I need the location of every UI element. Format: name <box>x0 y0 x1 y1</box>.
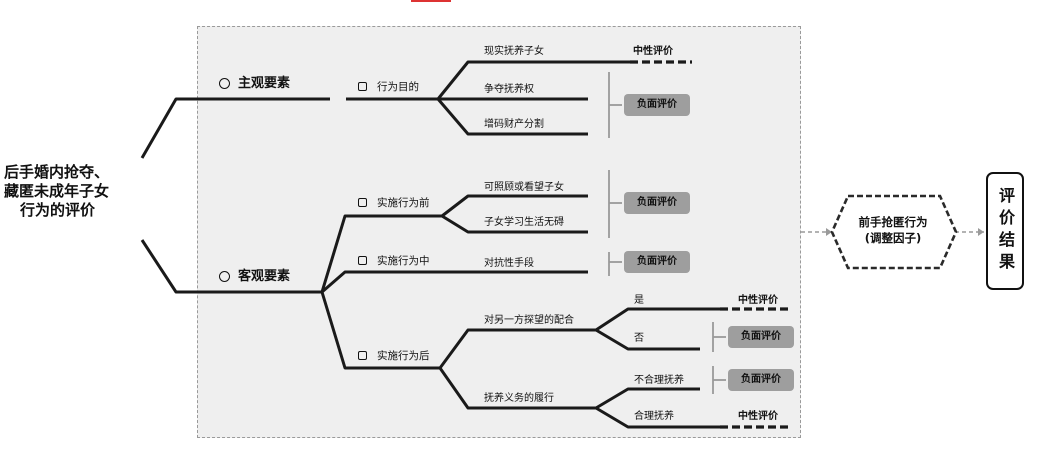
leaf-before-2: 子女学习生活无碍 <box>484 217 564 228</box>
negative-badge-before: 负面评价 <box>624 192 690 214</box>
edge-purpose-3 <box>436 98 588 136</box>
adjustment-line-1: 前手抢匿行为 <box>858 215 928 229</box>
node-before: 实施行为前 <box>358 195 430 210</box>
negative-badge-during: 负面评价 <box>624 251 690 273</box>
square-bullet-icon <box>358 351 367 360</box>
root-title-line-3: 行为的评价 <box>20 201 96 219</box>
leaf-purpose-3: 增码财产分割 <box>484 119 544 130</box>
root-title-line-1: 后手婚内抢夺、 <box>4 163 110 181</box>
circle-bullet-icon <box>219 271 230 282</box>
edge-duty-unreasonable <box>595 387 700 410</box>
edge-root-objective <box>140 239 322 294</box>
neutral-label-purpose: 中性评价 <box>633 46 673 57</box>
edge-after-coop <box>438 328 596 369</box>
neutral-label-duty-reasonable: 中性评价 <box>738 411 778 422</box>
leaf-after-cooperation: 对另一方探望的配合 <box>484 315 574 326</box>
adjustment-factor-label: 前手抢匿行为 (调整因子) <box>838 214 948 246</box>
edge-purpose-1 <box>436 60 630 100</box>
adjustment-line-2: (调整因子) <box>864 231 922 245</box>
evaluation-result-label: 评价结果 <box>996 187 1015 275</box>
square-bullet-icon <box>358 256 367 265</box>
node-objective: 客观要素 <box>219 265 290 284</box>
edge-obj-after <box>320 291 440 370</box>
node-purpose: 行为目的 <box>358 79 419 94</box>
leaf-purpose-2: 争夺抚养权 <box>484 84 534 95</box>
node-after: 实施行为后 <box>358 348 430 363</box>
leaf-coop-no: 否 <box>634 333 644 344</box>
edge-coop-yes <box>595 307 720 332</box>
leaf-duty-unreasonable: 不合理抚养 <box>634 375 684 386</box>
leaf-coop-yes: 是 <box>634 295 644 306</box>
node-purpose-label: 行为目的 <box>377 81 419 93</box>
leaf-before-1: 可照顾或看望子女 <box>484 182 564 193</box>
adjustment-hexagon <box>830 194 958 270</box>
node-after-label: 实施行为后 <box>377 350 430 362</box>
node-during-label: 实施行为中 <box>377 255 430 267</box>
node-subjective-label: 主观要素 <box>238 76 291 91</box>
negative-badge-coop-no: 负面评价 <box>728 326 794 348</box>
edge-before-1 <box>441 194 588 218</box>
top-accent-mark <box>411 0 451 2</box>
edge-coop-no <box>595 328 700 351</box>
root-title-line-2: 藏匿未成年子女 <box>4 182 110 200</box>
evaluation-result-box: 评价结果 <box>986 172 1024 290</box>
negative-badge-purpose: 负面评价 <box>624 94 690 116</box>
leaf-purpose-1: 现实抚养子女 <box>484 46 544 57</box>
node-during: 实施行为中 <box>358 253 430 268</box>
square-bullet-icon <box>358 198 367 207</box>
node-subjective: 主观要素 <box>219 72 290 91</box>
circle-bullet-icon <box>219 78 230 89</box>
root-title: 后手婚内抢夺、 藏匿未成年子女 行为的评价 <box>4 163 109 220</box>
node-objective-label: 客观要素 <box>238 269 291 284</box>
leaf-after-duty: 抚养义务的履行 <box>484 393 554 404</box>
edge-obj-before <box>320 214 442 293</box>
edge-obj-during <box>321 270 588 294</box>
edge-root-subjective <box>140 97 330 159</box>
square-bullet-icon <box>358 82 367 91</box>
neutral-label-coop-yes: 中性评价 <box>738 295 778 306</box>
negative-badge-duty-unreasonable: 负面评价 <box>728 369 794 391</box>
edge-duty-reasonable <box>595 406 720 429</box>
node-before-label: 实施行为前 <box>377 197 430 209</box>
leaf-duty-reasonable: 合理抚养 <box>634 411 674 422</box>
edge-before-2 <box>441 214 588 234</box>
edge-after-duty <box>438 367 596 410</box>
leaf-during-1: 对抗性手段 <box>484 258 534 269</box>
